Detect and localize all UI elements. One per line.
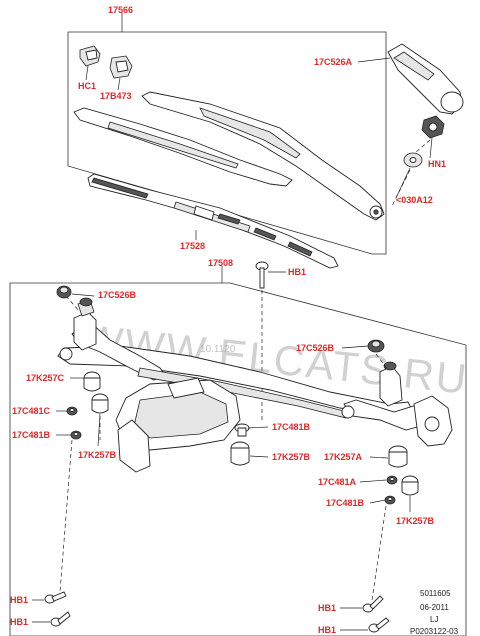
grommet-17k257b-right-icon (401, 475, 419, 496)
callout-17k257b-right: 17K257B (396, 516, 435, 526)
cap-17c526b-right-icon (367, 339, 385, 353)
callout-17k257b-left: 17K257B (78, 450, 117, 460)
wiper-arm-icon (141, 91, 385, 221)
dash-line-bolts-right (371, 505, 387, 601)
bolt-hb1-left-1-icon (44, 591, 67, 604)
bolt-hb1-top-icon (255, 261, 269, 289)
callout-hb1-top: HB1 (288, 267, 306, 277)
footer-suffix: LJ (430, 615, 438, 624)
clip-17b473-icon (109, 55, 133, 79)
dash-line-bolts-left (59, 439, 73, 593)
footer-ref: P0203122-03 (410, 627, 459, 636)
callout-hb1-left-2: HB1 (10, 617, 28, 627)
pivot-left-icon (73, 297, 97, 351)
callout-17508: 17508 (208, 258, 233, 268)
grommet-17k257c-icon (83, 371, 101, 392)
callout-17c526b-left: 17C526B (98, 290, 137, 300)
dash-line-pivot-left (65, 295, 81, 313)
callout-hb1-left-1: HB1 (10, 595, 28, 605)
callout-17b473: 17B473 (100, 91, 132, 101)
watermark-small-text: 10.1120 (200, 344, 236, 355)
washer-030a12-icon (403, 152, 423, 168)
leader-lines (32, 12, 433, 631)
callout-17k257c: 17K257C (26, 373, 65, 383)
bolt-hb1-right-2-icon (368, 617, 390, 633)
callout-17c481c: 17C481C (12, 406, 51, 416)
callout-hn1: HN1 (428, 159, 446, 169)
callout-hc1: HC1 (78, 81, 96, 91)
bolt-hb1-left-2-icon (50, 611, 71, 627)
spacer-17c481a-icon (386, 475, 398, 485)
callout-17566: 17566 (108, 5, 133, 15)
callout-030a12: <030A12 (396, 195, 433, 205)
callout-17c481b-right: 17C481B (326, 498, 365, 508)
grommet-17k257b-left-icon (91, 393, 109, 414)
callout-hb1-right-1: HB1 (318, 603, 336, 613)
wiper-arm-group-frame (67, 31, 387, 255)
wiper-blade-icon (87, 173, 339, 269)
callout-17c481b-mid: 17C481B (272, 422, 311, 432)
spacer-17c481b-right-icon (384, 495, 396, 505)
dash-line-hn1 (415, 139, 431, 153)
callout-17528: 17528 (180, 241, 205, 251)
callout-labels: 17566 HC1 17B473 17C526A HN1 <030A12 175… (10, 5, 446, 635)
cap-17c526b-left-icon (56, 285, 72, 299)
wiper-arm-cover-icon (73, 107, 293, 187)
arm-head-cap-icon (387, 43, 464, 115)
grommet-17k257b-mid-icon (230, 441, 250, 466)
footer-date: 06-2011 (420, 603, 449, 612)
callout-17c481a: 17C481A (318, 477, 357, 487)
clip-hc1-icon (79, 45, 101, 67)
nut-hn1-icon (421, 115, 445, 139)
linkage-group-frame (9, 282, 467, 636)
spacer-17c481c-icon (66, 406, 78, 416)
footer-block: 5011605 06-2011 LJ P0203122-03 (410, 589, 459, 636)
spacer-17c481b-mid-icon (234, 423, 250, 437)
callout-17k257b-mid: 17K257B (272, 452, 311, 462)
callout-17c481b-left: 17C481B (12, 430, 51, 440)
callout-17c526b-right: 17C526B (296, 343, 335, 353)
spacer-17c481b-left-icon (70, 430, 82, 440)
callout-17k257a: 17K257A (324, 452, 363, 462)
bolt-hb1-right-1-icon (362, 595, 384, 613)
callout-hb1-right-2: HB1 (318, 625, 336, 635)
pivot-right-icon (379, 361, 453, 447)
callout-17c526a: 17C526A (314, 57, 353, 67)
wiper-motor-icon (115, 377, 241, 473)
dash-line-cap-right (375, 353, 389, 371)
footer-code: 5011605 (420, 589, 451, 598)
grommet-17k257a-icon (388, 445, 408, 468)
